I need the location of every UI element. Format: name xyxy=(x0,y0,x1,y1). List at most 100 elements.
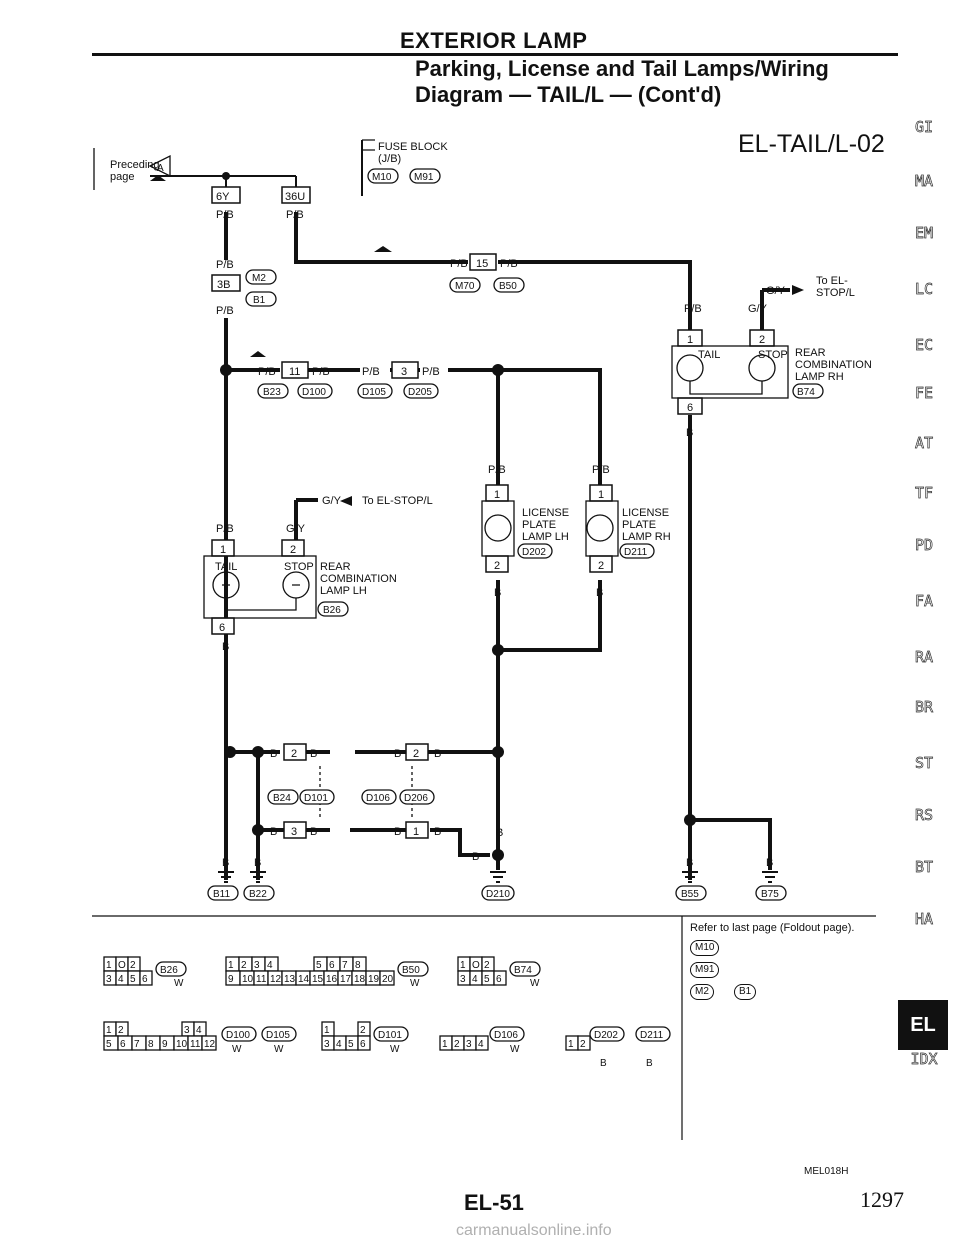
pin-6-rh: 6 xyxy=(687,402,693,414)
conn-d211: D211 xyxy=(624,547,648,558)
index-tab-br[interactable]: BR xyxy=(914,698,934,717)
cv-d100-pin: 12 xyxy=(204,1039,216,1050)
tail-label-rh: TAIL xyxy=(698,349,720,361)
cv-b26-pin: 4 xyxy=(118,974,124,985)
conn-d100: D100 xyxy=(302,387,326,398)
diagram-code: EL-TAIL/L-02 xyxy=(738,130,885,158)
cv-b50-pin: 13 xyxy=(284,974,296,985)
cv-d100-pin: 9 xyxy=(162,1039,168,1050)
index-tab-bt[interactable]: BT xyxy=(914,858,934,877)
index-tab-at[interactable]: AT xyxy=(914,434,934,453)
cv-d101-pin: 3 xyxy=(324,1039,330,1050)
index-tab-idx[interactable]: IDX xyxy=(910,1050,938,1069)
cv-d105-oval xyxy=(261,1026,297,1042)
wire-pb: P/B xyxy=(684,303,702,315)
title-line-1: Parking, License and Tail Lamps/Wiring xyxy=(415,56,829,81)
pin-2-b24: 2 xyxy=(291,748,297,760)
ref-m10: M10 xyxy=(690,940,720,956)
cv-b74-pin: 4 xyxy=(472,974,478,985)
cv-b50-pin: 6 xyxy=(329,960,335,971)
figure-id: MEL018H xyxy=(804,1166,849,1177)
cv-d100-id: D100 xyxy=(226,1030,250,1041)
cv-b50-color: W xyxy=(410,978,420,989)
wire-b: B xyxy=(494,587,501,599)
conn-b26: B26 xyxy=(323,605,341,616)
index-tab-fa[interactable]: FA xyxy=(914,592,934,611)
conn-36u: 36U xyxy=(285,191,305,203)
pin-2-d106: 2 xyxy=(413,748,419,760)
lic-rh-3: LAMP RH xyxy=(622,531,671,543)
cv-d100-pin: 5 xyxy=(106,1039,112,1050)
conn-m2: M2 xyxy=(252,273,266,284)
ref-m2: M2 xyxy=(690,984,714,1000)
index-tab-gi[interactable]: GI xyxy=(914,118,934,137)
to-el: To EL- xyxy=(816,275,848,287)
cv-d211-color: B xyxy=(646,1058,653,1069)
wire-pb: P/B xyxy=(592,464,610,476)
index-tab-pd[interactable]: PD xyxy=(914,536,934,555)
rear-lh-2: COMBINATION xyxy=(320,573,397,585)
wire-pb: P/B xyxy=(258,366,276,378)
lic-rh-1: LICENSE xyxy=(622,507,669,519)
cv-b50-pin: 10 xyxy=(242,974,254,985)
header-rule xyxy=(92,53,898,56)
wire-pb: P/B xyxy=(286,209,304,221)
wire-pb: P/B xyxy=(450,258,468,270)
cv-d202-pin: 2 xyxy=(580,1039,586,1050)
conn-15: 15 xyxy=(476,258,488,270)
cv-b50-cell xyxy=(379,970,395,986)
cv-d101-cell xyxy=(357,1035,371,1051)
wire-b: B xyxy=(434,748,441,760)
pin-1-lh: 1 xyxy=(220,544,226,556)
cv-b50-pin: 18 xyxy=(354,974,366,985)
conn-b74: B74 xyxy=(797,387,815,398)
conn-b24: B24 xyxy=(273,793,291,804)
stop-label-lh: STOP xyxy=(284,561,314,573)
cv-b74-color: W xyxy=(530,978,540,989)
pin-1-lic-rh: 1 xyxy=(598,489,604,501)
index-tab-st[interactable]: ST xyxy=(914,754,934,773)
index-tab-ra[interactable]: RA xyxy=(914,648,934,667)
cv-b74-pin: 1 xyxy=(460,960,466,971)
conn-d202: D202 xyxy=(522,547,546,558)
cv-d101-oval xyxy=(373,1026,409,1042)
gnd-d210: D210 xyxy=(486,889,510,900)
wire-b: B xyxy=(596,587,603,599)
fuse-m10: M10 xyxy=(372,172,392,183)
wire-b: B xyxy=(394,748,401,760)
to-stop-lh: To EL-STOP/L xyxy=(362,495,433,507)
cv-b50-pin: 15 xyxy=(312,974,324,985)
wire-pb: P/B xyxy=(312,366,330,378)
index-tab-rs[interactable]: RS xyxy=(914,806,934,825)
rear-rh-1: REAR xyxy=(795,347,826,359)
index-tab-em[interactable]: EM xyxy=(914,224,934,243)
index-tab-ma[interactable]: MA xyxy=(914,172,934,191)
index-tab-lc[interactable]: LC xyxy=(914,280,934,299)
cv-d100-pin: 3 xyxy=(184,1025,190,1036)
conn-m70: M70 xyxy=(455,281,475,292)
pin-2-lh: 2 xyxy=(290,544,296,556)
wire-b: B xyxy=(254,857,261,869)
refer-note: Refer to last page (Foldout page). xyxy=(690,922,855,934)
cv-d100-pin: 7 xyxy=(134,1039,140,1050)
cv-d202-color: B xyxy=(600,1058,607,1069)
cv-b50-pin: 11 xyxy=(256,974,267,985)
cv-d211-id: D211 xyxy=(640,1030,664,1041)
wire-b: B xyxy=(496,827,503,839)
wire-b: B xyxy=(222,857,229,869)
index-tab-ec[interactable]: EC xyxy=(914,336,934,355)
index-tab-ha[interactable]: HA xyxy=(914,910,934,929)
pin-3-b24: 3 xyxy=(291,826,297,838)
cv-d106-pin: 1 xyxy=(442,1039,448,1050)
cv-b50-pin: 1 xyxy=(228,960,234,971)
index-tab-el[interactable]: EL xyxy=(898,1000,948,1050)
index-tab-tf[interactable]: TF xyxy=(914,484,934,503)
cv-b26-pin: O xyxy=(118,960,126,971)
cv-d100-pin: 1 xyxy=(106,1025,112,1036)
cv-d100-pin: 8 xyxy=(148,1039,154,1050)
cv-b74-oval xyxy=(509,961,541,977)
index-tab-fe[interactable]: FE xyxy=(914,384,934,403)
cv-b26-pin: 3 xyxy=(106,974,112,985)
cv-d106-color: W xyxy=(510,1044,520,1055)
